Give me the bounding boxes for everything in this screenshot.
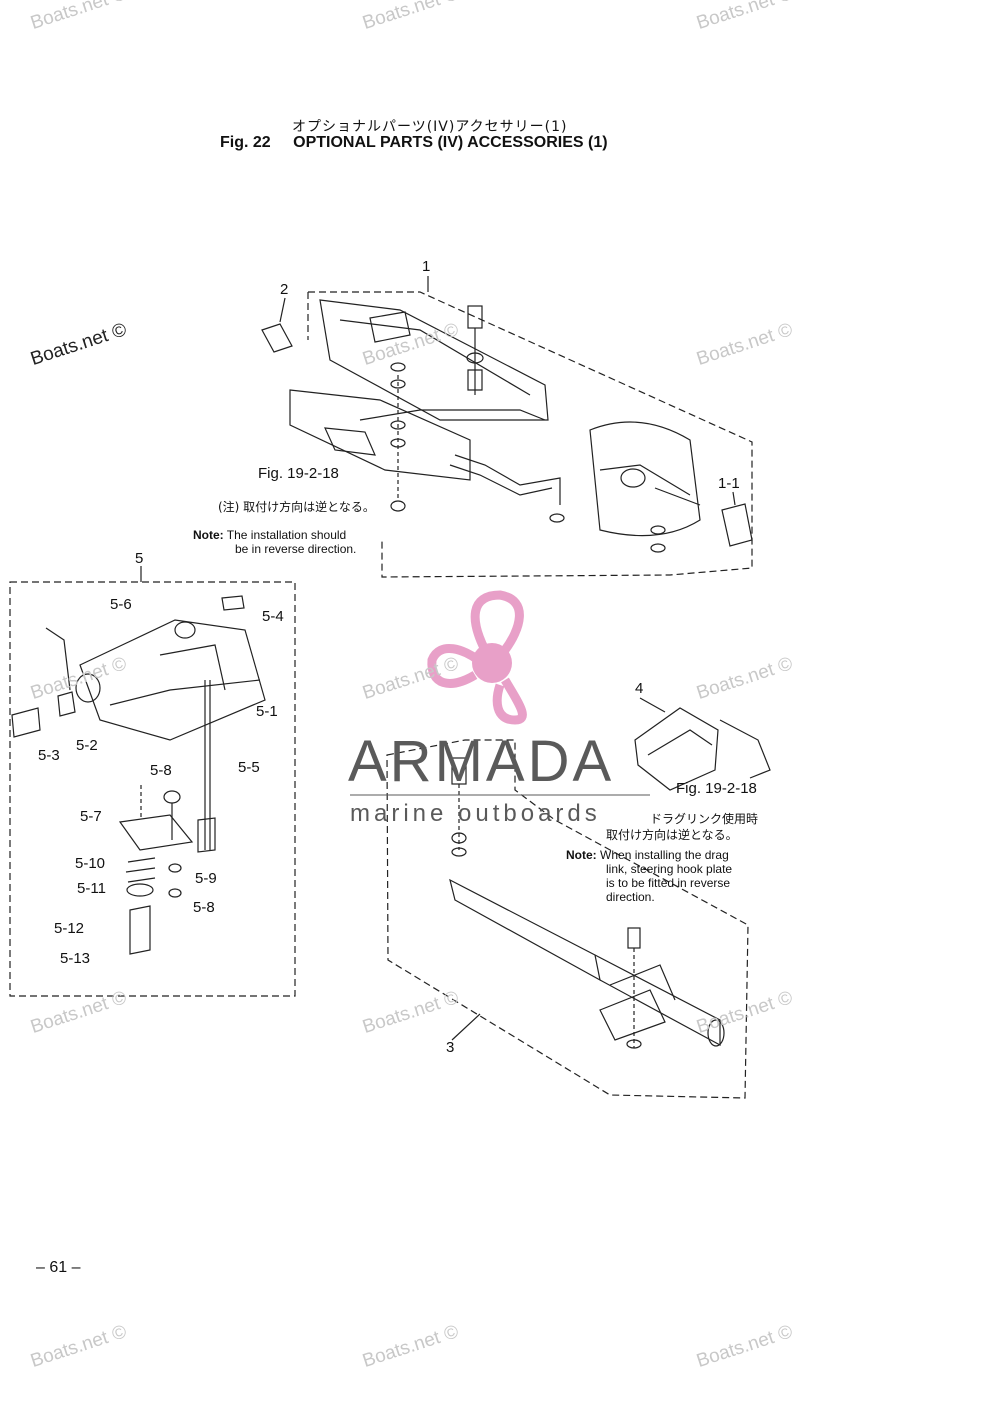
armada-propeller-logo	[427, 590, 527, 725]
group-1-outline	[308, 291, 753, 578]
part-2-nut	[261, 323, 293, 353]
part-5-3-knob	[11, 707, 41, 738]
note-bottom-japanese-1: ドラグリンク使用時	[650, 812, 759, 826]
callout-5-4: 5-4	[262, 608, 284, 625]
bracket-5-1	[79, 619, 266, 741]
page-number: – 61 –	[36, 1259, 81, 1276]
part-5-2-spring	[57, 691, 76, 717]
callout-5-1: 5-1	[256, 703, 278, 720]
note-bottom-line1: When installing the drag	[600, 848, 729, 862]
callout-3: 3	[446, 1039, 455, 1056]
housing-right	[589, 421, 701, 537]
steering-rod	[454, 454, 561, 505]
note-top-japanese: (注) 取付け方向は逆となる。	[218, 500, 375, 514]
bracket-1-body	[319, 299, 549, 421]
note-top: Note: The installation should be in reve…	[193, 528, 356, 556]
part-5-8-bushing	[163, 790, 181, 804]
note-bottom-line3: is to be fitted in reverse	[606, 876, 731, 890]
logo-tagline: marine outboards	[350, 800, 601, 827]
note-top-line1: The installation should	[226, 528, 347, 542]
plate-3	[599, 989, 666, 1041]
plate-5-7	[118, 814, 194, 851]
title-japanese: オプショナルパーツ(IV)アクセサリー(1)	[292, 119, 568, 135]
note-top-line2: be in reverse direction.	[235, 542, 357, 556]
figure-title: Fig. 22 OPTIONAL PARTS (IV) ACCESSORIES …	[220, 134, 608, 152]
callout-5-3: 5-3	[38, 747, 60, 764]
callout-5-6: 5-6	[110, 596, 132, 613]
callout-5-5: 5-5	[238, 759, 260, 776]
callout-1: 1	[422, 258, 431, 275]
callout-5-9: 5-9	[195, 870, 217, 887]
note-bottom-label: Note:	[566, 848, 597, 862]
callout-5-12: 5-12	[54, 920, 85, 937]
part-1-1-knob	[721, 503, 753, 547]
figure-title-text: OPTIONAL PARTS (IV) ACCESSORIES (1)	[293, 134, 608, 151]
callout-4: 4	[635, 680, 644, 697]
callout-5-11: 5-11	[77, 880, 106, 897]
figure-number: Fig. 22	[220, 134, 271, 151]
note-bottom-japanese-2: 取付け方向は逆となる。	[606, 828, 738, 842]
bracket-1-block	[369, 311, 411, 343]
callout-5-7: 5-7	[80, 808, 102, 825]
group-5-outline	[9, 581, 296, 997]
callout-5: 5	[135, 550, 144, 567]
callout-5-8-top: 5-8	[150, 762, 172, 779]
part-5-4-bolt	[221, 595, 245, 611]
callout-5-8-bottom: 5-8	[193, 899, 215, 916]
figure-reference-bottom: Fig. 19-2-18	[676, 780, 757, 797]
note-bottom: Note: When installing the drag link, ste…	[566, 848, 732, 904]
callout-1-1: 1-1	[718, 475, 740, 492]
leader-3	[451, 1013, 481, 1041]
bracket-4	[634, 707, 719, 791]
note-bottom-line4: direction.	[606, 890, 655, 904]
spring-5-10	[125, 857, 156, 883]
bolt-top	[467, 305, 483, 329]
callout-5-10: 5-10	[75, 855, 106, 872]
note-bottom-line2: link, steering hook plate	[606, 862, 733, 876]
part-5-11	[129, 905, 151, 955]
part-5-2-wire	[45, 627, 71, 691]
callout-5-2: 5-2	[76, 737, 98, 754]
logo-brand: ARMADA	[348, 729, 615, 794]
bracket-1-lower	[289, 389, 471, 481]
note-top-label: Note:	[193, 528, 224, 542]
callout-2: 2	[280, 281, 289, 298]
figure-reference-top: Fig. 19-2-18	[258, 465, 339, 482]
group-3-outline	[386, 739, 749, 1099]
callout-5-13: 5-13	[60, 950, 91, 967]
